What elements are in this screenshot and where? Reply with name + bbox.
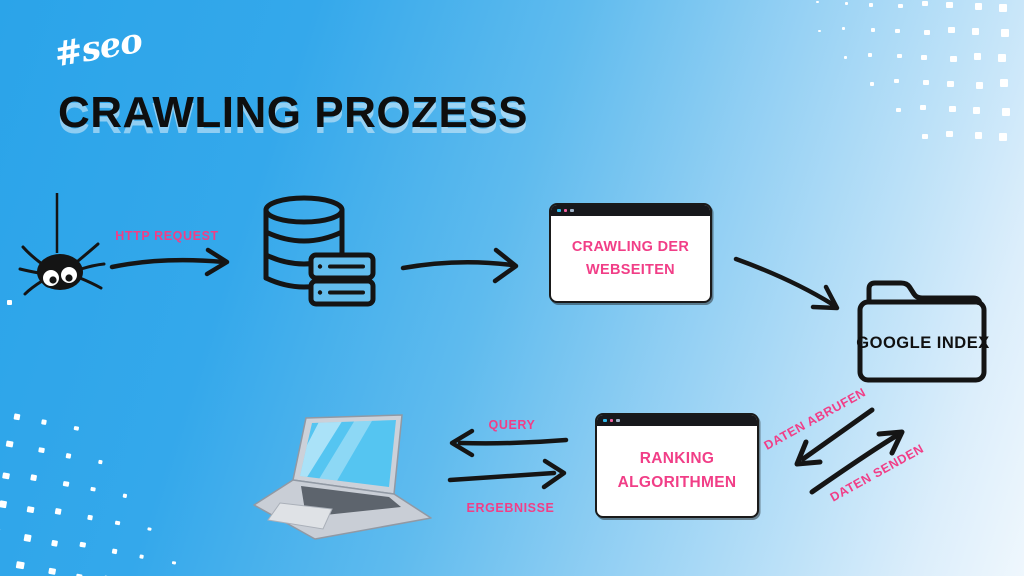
dots-pattern-bottom-left	[0, 408, 279, 576]
window-dot-icon	[603, 418, 607, 423]
window-titlebar	[597, 415, 757, 426]
laptop-icon	[252, 402, 437, 547]
window-dot-icon	[609, 418, 613, 423]
daten-senden-label: DATEN SENDEN	[827, 441, 927, 505]
screen-glare	[300, 420, 376, 486]
google-index-folder: GOOGLE INDEX	[856, 276, 990, 386]
daten-abrufen-label: DATEN ABRUFEN	[761, 385, 869, 453]
folder-icon	[857, 280, 987, 383]
window-dot-icon	[557, 208, 561, 213]
dots-pattern-top-right	[816, 0, 1024, 162]
window-dot-icon	[563, 208, 567, 213]
spider-icon	[18, 185, 108, 305]
http-request-arrow	[109, 247, 230, 277]
crawling-to-index-arrow	[733, 256, 840, 311]
ergebnisse-arrow	[447, 458, 567, 490]
google-index-label: GOOGLE INDEX	[856, 333, 990, 352]
query-arrow	[449, 428, 569, 458]
query-label: QUERY	[488, 418, 536, 432]
server-rack	[308, 252, 376, 307]
stray-dot	[7, 300, 12, 305]
crawling-window: CRAWLING DER WEBSEITEN	[549, 203, 712, 303]
window-titlebar	[551, 205, 710, 216]
ranking-window: RANKING ALGORITHMEN	[595, 413, 759, 518]
database-to-crawling-arrow	[400, 247, 519, 284]
crawling-window-title: CRAWLING DER WEBSEITEN	[571, 239, 690, 278]
window-dot-icon	[570, 208, 574, 213]
window-dot-icon	[616, 418, 620, 423]
http-request-label: HTTP REQUEST	[115, 229, 219, 243]
ranking-window-title: RANKING ALGORITHMEN	[617, 449, 737, 491]
page-title: CRAWLING PROZESS	[58, 88, 529, 137]
hashtag-seo: #seo	[51, 20, 145, 76]
database-icon	[258, 192, 378, 312]
ergebnisse-label: ERGEBNISSE	[466, 501, 555, 515]
